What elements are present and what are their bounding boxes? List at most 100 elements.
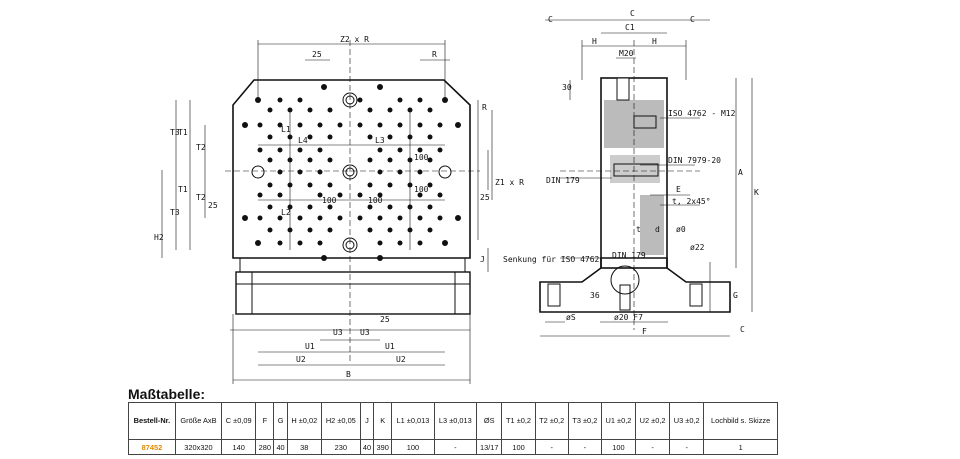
col-u1: U1 ±0,2	[600, 402, 637, 440]
dim-h2: H2	[154, 233, 164, 242]
col-l1: L1 ±0,013	[391, 402, 435, 440]
front-view-outline	[232, 79, 471, 315]
col-g: G	[273, 402, 288, 440]
dim-u3-a: U3	[333, 328, 343, 337]
dim-l1: L1	[281, 125, 291, 134]
cell-j: 40	[359, 439, 375, 455]
label-36: 36	[590, 291, 600, 300]
col-s: ØS	[476, 402, 503, 440]
label-f: F	[642, 327, 647, 336]
dim-l2: L2	[281, 208, 291, 217]
dim-t3-a: T3	[170, 128, 180, 137]
label-senkung: Senkung für ISO 4762	[503, 255, 600, 264]
cell-l3: -	[433, 439, 478, 455]
dim-25-left: 25	[208, 201, 218, 210]
label-iso-4762: ISO 4762 - M12	[668, 109, 736, 118]
dim-100-a: 100	[322, 196, 337, 205]
dim-z2: Z2 x R	[340, 35, 369, 44]
front-dimension-lines	[161, 40, 493, 384]
col-t1: T1 ±0,2	[501, 402, 536, 440]
label-t: t	[636, 225, 641, 234]
cell-s: 13/17	[476, 439, 503, 455]
section-mark-right: C	[690, 15, 695, 24]
dim-c1: C1	[625, 23, 635, 32]
label-din-7979: DIN 7979-20	[668, 156, 721, 165]
cell-u2: -	[635, 439, 671, 455]
dim-u1-a: U1	[305, 342, 315, 351]
dim-j: J	[480, 255, 485, 264]
table-row: 87452 320x320 140 280 40 38 230 40 390 1…	[128, 439, 778, 455]
dim-r-right: R	[482, 103, 487, 112]
table-header-row: Bestell-Nr. Größe AxB C ±0,09 F G H ±0,0…	[128, 402, 778, 440]
cell-t1: 100	[501, 439, 536, 455]
dim-t2-a: T2	[196, 143, 206, 152]
col-f: F	[255, 402, 275, 440]
dim-100-d: 100	[414, 185, 429, 194]
technical-drawing: Z2 x R 25 R L1 L2 L3 L4 100 100 100 100 …	[154, 9, 759, 384]
hole-grid	[242, 84, 461, 261]
col-j: J	[359, 402, 375, 440]
dim-u1-b: U1	[385, 342, 395, 351]
dim-l3: L3	[375, 136, 385, 145]
dim-t2-b: T2	[196, 193, 206, 202]
label-d: d	[655, 225, 660, 234]
cell-l1: 100	[391, 439, 435, 455]
col-h: H ±0,02	[286, 402, 322, 440]
side-view-outline	[539, 19, 731, 313]
label-chamfer: t, 2x45°	[672, 197, 711, 206]
cell-h2: 230	[320, 439, 361, 455]
col-t2: T2 ±0,2	[534, 402, 569, 440]
cell-u3: -	[669, 439, 705, 455]
section-mark-left: C	[548, 15, 553, 24]
col-h2: H2 ±0,05	[320, 402, 361, 440]
dim-c: C	[630, 9, 635, 18]
label-din-179-a: DIN 179	[546, 176, 580, 185]
label-d0: ø0	[676, 225, 686, 234]
dim-h-right: H	[652, 37, 657, 46]
col-c: C ±0,09	[221, 402, 257, 440]
cell-h: 38	[286, 439, 322, 455]
large-bores	[251, 92, 452, 253]
label-a: A	[738, 168, 743, 177]
side-dimension-lines	[540, 32, 753, 337]
cell-g: 40	[273, 439, 288, 455]
dim-30: 30	[562, 83, 572, 92]
col-u3: U3 ±0,2	[669, 402, 705, 440]
cell-order-no[interactable]: 87452	[128, 439, 176, 455]
side-center-lines	[560, 40, 700, 330]
dim-t1-a: T1	[178, 128, 188, 137]
dim-u2-b: U2	[396, 355, 406, 364]
dim-u3-b: U3	[360, 328, 370, 337]
dim-r-top: R	[432, 50, 437, 59]
label-e: E	[676, 185, 681, 194]
dim-25-bottom: 25	[380, 315, 390, 324]
col-hole-pattern: Lochbild s. Skizze	[703, 402, 778, 440]
dim-h-left: H	[592, 37, 597, 46]
dim-u2-a: U2	[296, 355, 306, 364]
cell-hole-pattern: 1	[703, 439, 778, 455]
label-d20-f7: ø20 F7	[614, 313, 643, 322]
front-center-lines	[225, 40, 480, 362]
dim-25-right: 25	[480, 193, 490, 202]
label-k: K	[754, 188, 759, 197]
dimension-table: Bestell-Nr. Größe AxB C ±0,09 F G H ±0,0…	[128, 402, 778, 455]
label-din-179-b: DIN 179	[612, 251, 646, 260]
cell-k: 390	[373, 439, 393, 455]
section-mark-bottom: C	[740, 325, 745, 334]
dim-l4: L4	[298, 136, 308, 145]
label-g: G	[733, 291, 738, 300]
cell-size: 320x320	[174, 439, 223, 455]
dim-t1-b: T1	[178, 185, 188, 194]
label-d22: ø22	[690, 243, 705, 252]
col-size: Größe AxB	[174, 402, 223, 440]
cell-f: 280	[255, 439, 275, 455]
dim-100-c: 100	[414, 153, 429, 162]
col-order-no: Bestell-Nr.	[128, 402, 176, 440]
col-t3: T3 ±0,2	[567, 402, 602, 440]
col-u2: U2 ±0,2	[635, 402, 671, 440]
dim-b: B	[346, 370, 351, 379]
cell-t3: -	[567, 439, 602, 455]
dim-t3-b: T3	[170, 208, 180, 217]
dim-z1: Z1 x R	[495, 178, 524, 187]
dim-25-top: 25	[312, 50, 322, 59]
